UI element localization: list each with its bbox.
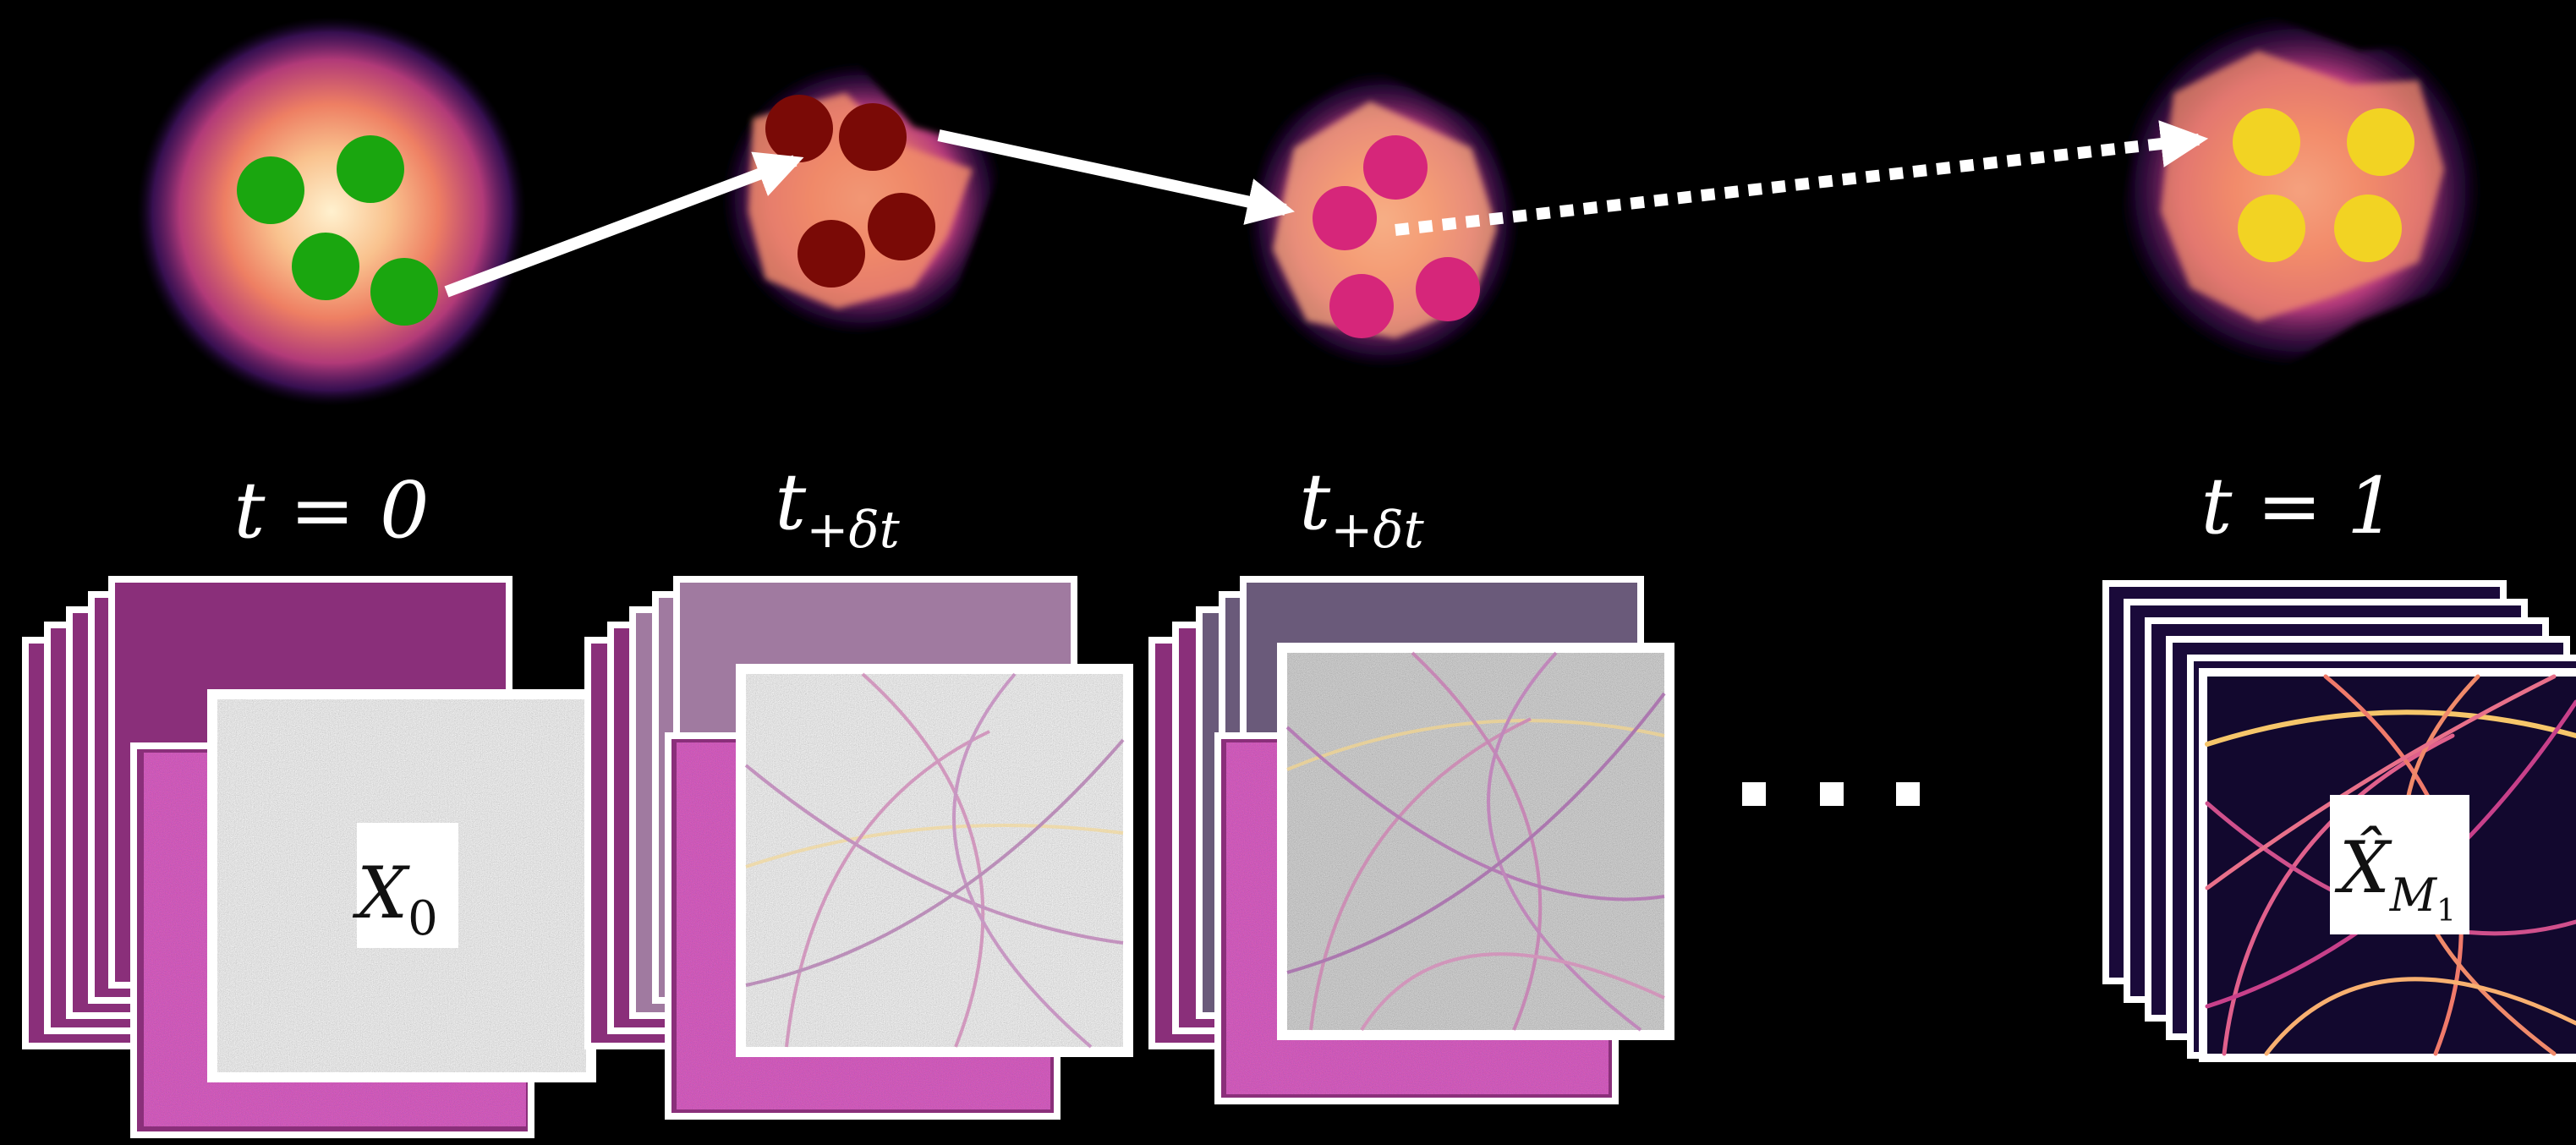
particle — [237, 156, 304, 224]
panel-stack-2 — [1148, 576, 1674, 1104]
particle — [370, 258, 438, 326]
time-label-3: t = 1 — [2201, 461, 2396, 551]
particle — [1313, 186, 1377, 250]
label-box-xhat: X̂M1 — [2330, 795, 2469, 934]
svg-text:X0: X0 — [352, 852, 437, 946]
time-label-2: t+δt — [1299, 457, 1424, 560]
arrow-solid — [937, 129, 1295, 225]
cloud-stage-0 — [137, 17, 526, 406]
particle — [765, 95, 833, 162]
label-box-x0: X0 — [352, 823, 458, 948]
flow-arrows — [444, 120, 2209, 298]
panel-stack-0: X0 — [22, 576, 596, 1138]
particle — [868, 193, 935, 260]
particle — [2233, 108, 2300, 176]
panel-stack-3: X̂M1 — [2102, 580, 2576, 1062]
ellipsis — [1742, 782, 1920, 806]
time-label-0: t = 0 — [233, 465, 429, 556]
cloud-stage-3 — [2114, 8, 2486, 372]
svg-text:X̂M1: X̂M1 — [2334, 826, 2456, 929]
particle — [337, 135, 404, 203]
particle — [2334, 194, 2402, 262]
particle — [1363, 135, 1428, 200]
particle — [2238, 194, 2305, 262]
arrow-solid — [444, 151, 804, 298]
cloud-stage-2 — [1243, 68, 1522, 372]
particle — [1416, 257, 1480, 321]
time-label-1: t+δt — [775, 457, 900, 560]
particle — [2347, 108, 2414, 176]
particle — [292, 233, 359, 300]
arrow-dotted — [1395, 120, 2209, 236]
particle — [797, 220, 865, 288]
particle — [839, 103, 907, 171]
cloud-stage-1 — [719, 59, 1006, 338]
particle — [1329, 274, 1394, 338]
panel-stack-1 — [584, 576, 1133, 1120]
